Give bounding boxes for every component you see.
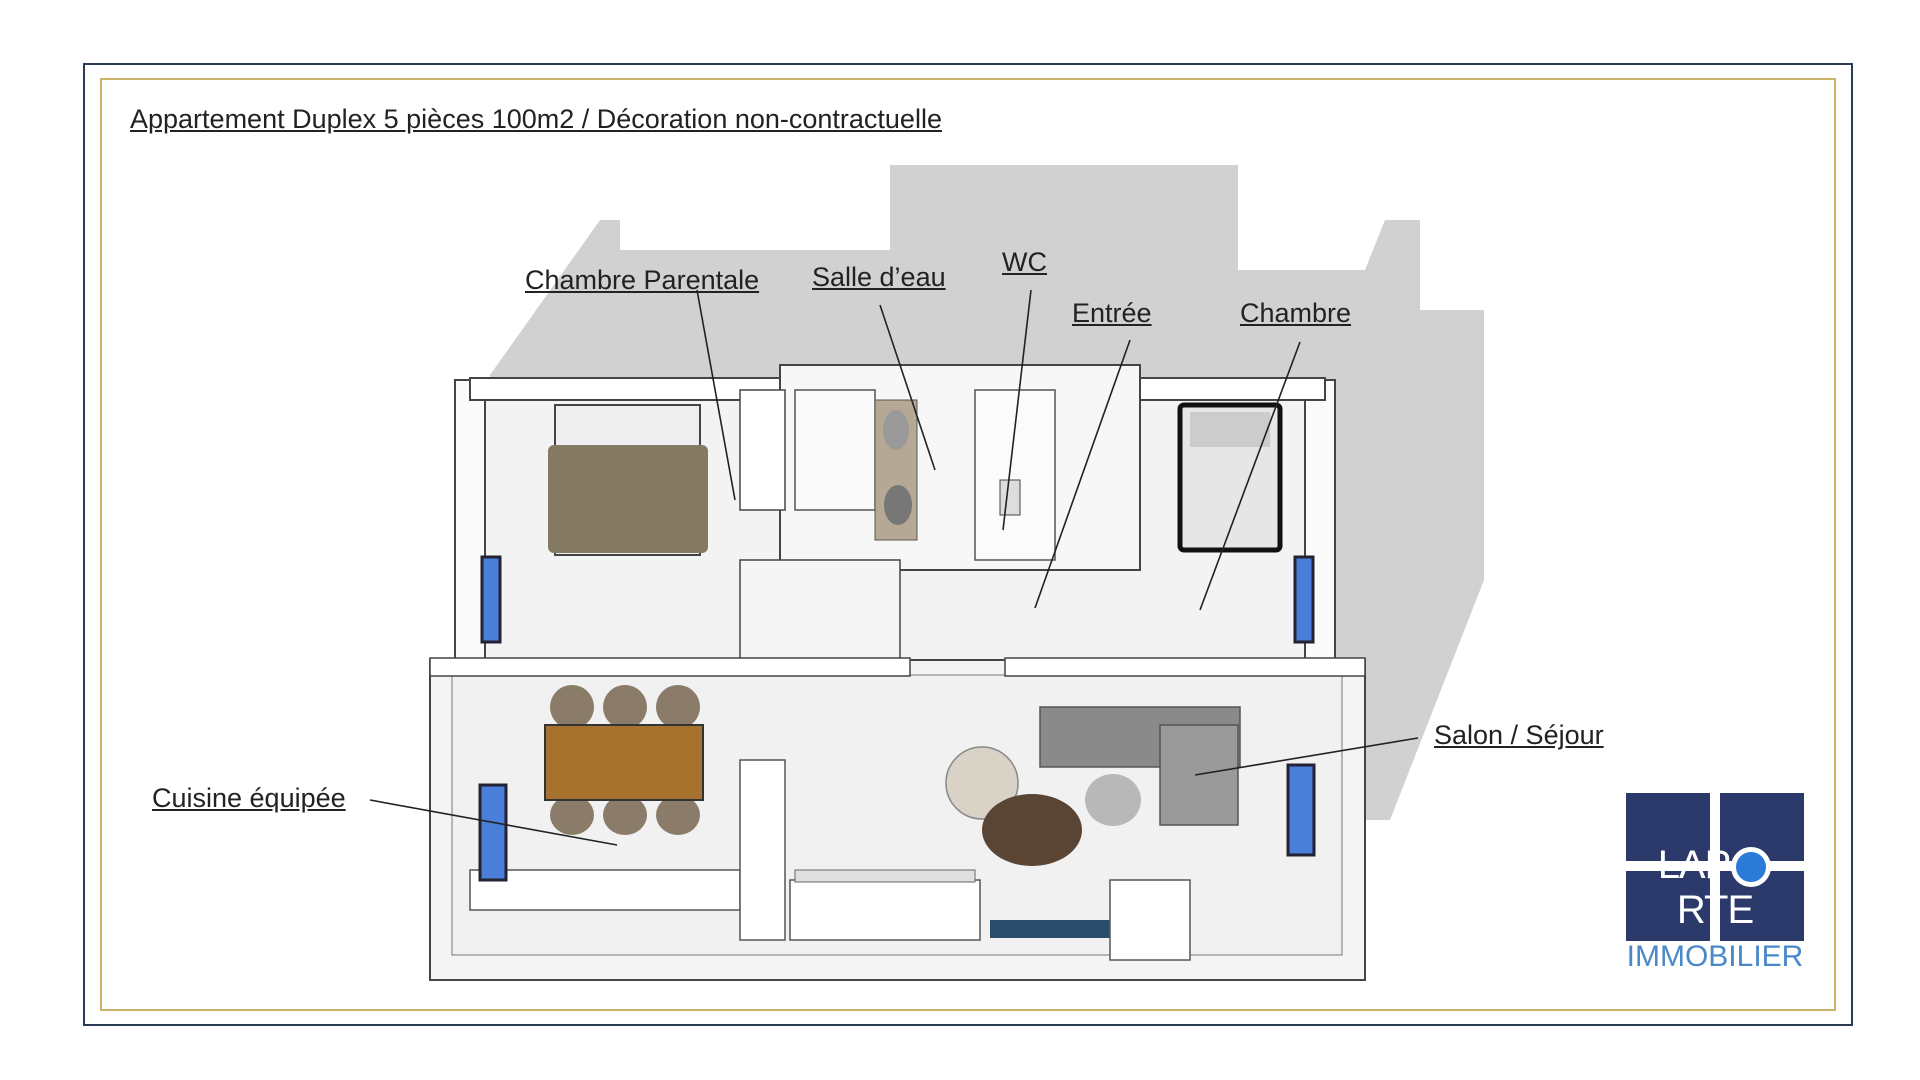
round-table [945, 746, 1019, 820]
leader-entree [1034, 339, 1131, 609]
label-chambre: Chambre [1240, 298, 1352, 328]
wc-toilet [999, 479, 1021, 516]
upper-wall-top-left [469, 377, 781, 401]
window-lower-right [1286, 763, 1316, 857]
chair [603, 685, 647, 729]
leader-wc [1002, 289, 1032, 531]
kitchen-island [739, 759, 786, 941]
label-entree: Entrée [1072, 298, 1152, 328]
entry-corridor [739, 559, 901, 661]
wc-room [974, 389, 1056, 561]
logo-horizontal-bar [1626, 861, 1804, 871]
leader-lines [369, 289, 1419, 846]
logo-subtitle: IMMOBILIER [1626, 940, 1804, 973]
lower-wall-top-right [1004, 657, 1366, 677]
label-wc: WC [1002, 247, 1047, 277]
shower [794, 389, 876, 511]
label-salon: Salon / Séjour [1434, 720, 1604, 750]
plan-title: Appartement Duplex 5 pièces 100m2 / Déco… [130, 104, 942, 134]
ottoman [1085, 774, 1141, 826]
inner-frame [100, 78, 1836, 1011]
stairs-rail [794, 869, 976, 883]
lower-wall-top-left [429, 657, 911, 677]
chair [656, 685, 700, 729]
label-chambre-parentale: Chambre Parentale [525, 265, 760, 295]
parental-bed-cover [548, 445, 708, 553]
leader-salle-deau [879, 304, 936, 471]
leader-chambre [1199, 341, 1301, 611]
company-logo: LAPRTE [1626, 793, 1804, 941]
rug-dark [982, 794, 1082, 866]
leader-salon [1194, 737, 1419, 776]
toilet-bath [884, 485, 912, 525]
window-lower-left [478, 783, 508, 882]
upper-wall-top-right [1139, 377, 1326, 401]
upper-wall-left [454, 379, 486, 661]
stairs [789, 879, 981, 941]
sink [883, 410, 909, 450]
chair [656, 795, 700, 835]
chair [550, 685, 594, 729]
kitchen-counter [469, 869, 741, 911]
tv-bench [990, 920, 1110, 938]
dining-table [544, 724, 704, 801]
closet [739, 389, 786, 511]
leader-cuisine [369, 799, 618, 846]
label-salle-deau: Salle d’eau [812, 262, 946, 292]
leader-chambre-parentale [696, 289, 736, 501]
entry-stair [1109, 879, 1191, 961]
chair [603, 795, 647, 835]
outer-frame [83, 63, 1853, 1026]
logo-o-icon [1731, 847, 1772, 888]
logo-wordmark: LAPRTE [1628, 843, 1802, 933]
label-cuisine: Cuisine équipée [152, 783, 346, 813]
window-upper-left [480, 555, 502, 644]
bedroom-bed-pillow [1190, 412, 1270, 447]
chair [550, 795, 594, 835]
window-upper-right [1293, 555, 1315, 644]
